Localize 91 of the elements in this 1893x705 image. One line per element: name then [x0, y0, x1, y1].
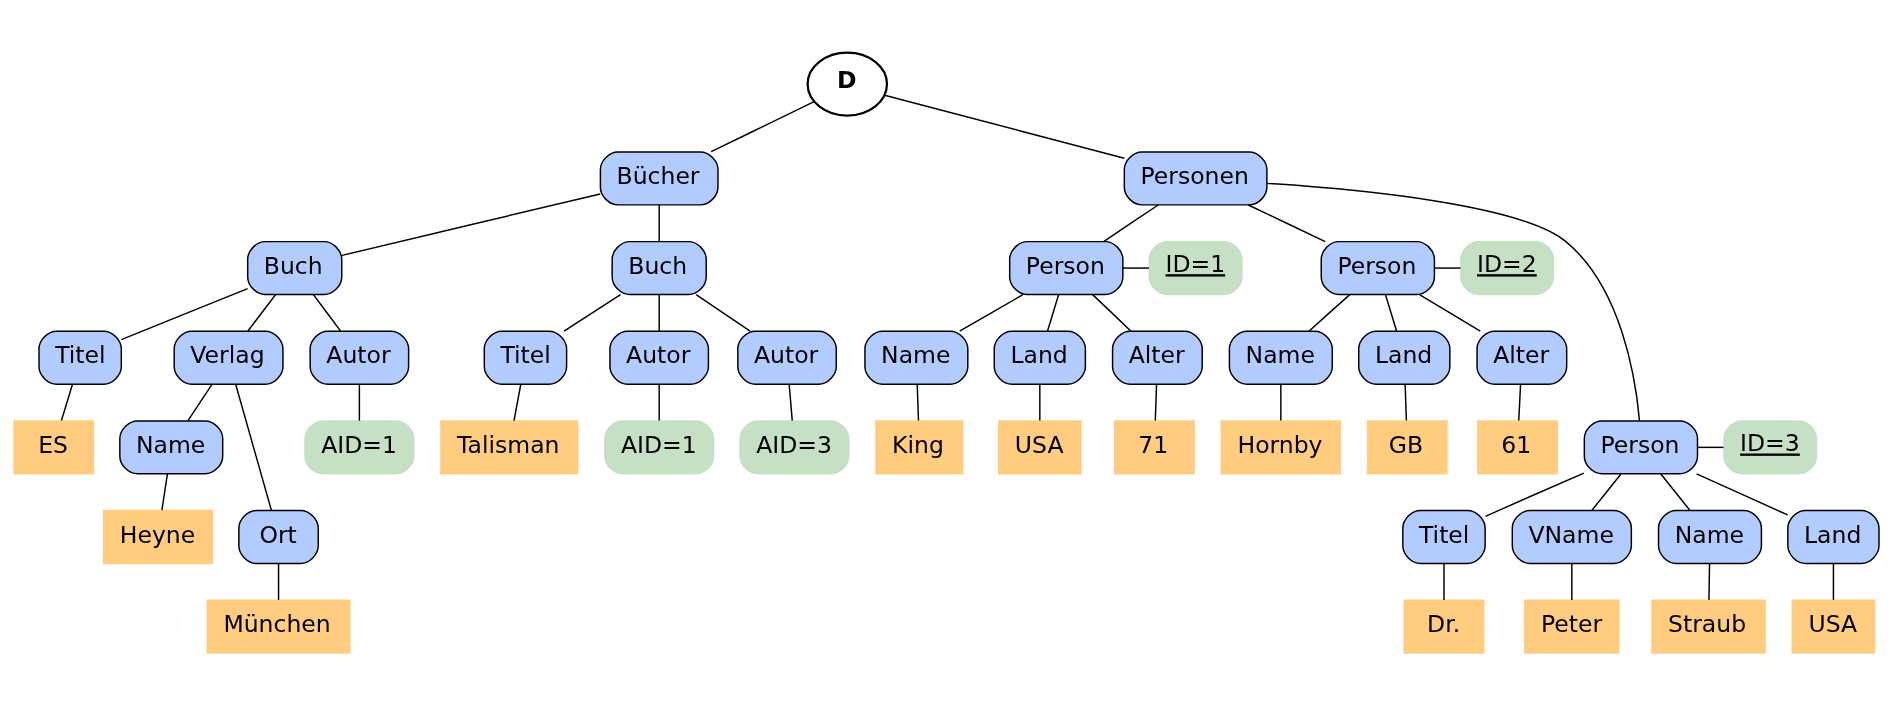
- connector: [1102, 203, 1159, 242]
- node-box: Person: [1320, 240, 1436, 295]
- connector: [958, 293, 1024, 332]
- node-box: Titel: [1402, 509, 1486, 564]
- node-box: Person: [1008, 240, 1124, 295]
- connector: [358, 383, 361, 421]
- node-box: Heyne: [102, 509, 214, 564]
- connector: [788, 383, 793, 421]
- connector: [1660, 472, 1691, 511]
- node-box: ID=3: [1723, 419, 1818, 475]
- node-box: Autor: [609, 330, 710, 385]
- node-box: Titel: [38, 330, 123, 385]
- connector: [883, 94, 1125, 159]
- node-box: Buch: [611, 240, 707, 295]
- connector: [1404, 383, 1408, 421]
- node-box: ID=2: [1460, 240, 1555, 295]
- connector: [1280, 383, 1282, 421]
- node-box: AID=1: [304, 419, 415, 475]
- node-box: Personen: [1123, 150, 1268, 206]
- connector: [341, 192, 601, 256]
- connector: [658, 293, 660, 332]
- connector: [1695, 472, 1789, 516]
- connector: [1591, 472, 1622, 511]
- connector: [1418, 293, 1482, 332]
- node-box: Titel: [483, 330, 568, 385]
- node-ellipse: D: [806, 50, 889, 117]
- node-box: GB: [1366, 419, 1448, 475]
- connector: [1308, 293, 1351, 332]
- node-box: ID=1: [1148, 240, 1243, 295]
- connector: [1122, 266, 1150, 269]
- connector: [658, 203, 660, 242]
- node-box: Buch: [246, 240, 343, 295]
- connector: [513, 383, 522, 421]
- node-box: München: [206, 598, 351, 654]
- connector: [916, 383, 920, 421]
- node-box: USA: [1791, 598, 1876, 654]
- connector: [60, 383, 74, 421]
- connector: [247, 293, 277, 332]
- connector: [161, 472, 169, 511]
- node-box: USA: [997, 419, 1082, 475]
- node-box: 71: [1114, 419, 1195, 475]
- node-box: Person: [1583, 419, 1699, 475]
- connector: [277, 562, 280, 601]
- node-box: Ort: [238, 509, 319, 564]
- node-box: Name: [1657, 509, 1763, 564]
- node-box: Land: [1358, 330, 1451, 385]
- node-box: Name: [119, 419, 224, 475]
- connector: [1443, 562, 1445, 601]
- connector: [1154, 383, 1158, 421]
- connector: [312, 293, 342, 332]
- connector: [695, 293, 751, 332]
- connector: [563, 293, 622, 332]
- connector: [1039, 383, 1041, 421]
- connector: [187, 383, 213, 421]
- node-box: Bücher: [599, 150, 719, 206]
- node-box: Verlag: [173, 330, 284, 385]
- connector: [1697, 446, 1725, 448]
- node-box: AID=1: [604, 419, 715, 475]
- node-box: Land: [993, 330, 1087, 385]
- connector: [1518, 383, 1522, 421]
- node-box: Autor: [309, 330, 410, 385]
- node-box: Name: [1228, 330, 1333, 385]
- connector: [120, 287, 249, 340]
- connector: [1046, 293, 1060, 332]
- node-box: Alter: [1111, 330, 1203, 385]
- connector: [1384, 293, 1398, 332]
- node-box: Land: [1787, 509, 1880, 564]
- node-box: Dr.: [1403, 598, 1485, 654]
- node-box: Straub: [1651, 598, 1766, 654]
- node-box: ES: [13, 419, 95, 475]
- node-box: 61: [1477, 419, 1558, 475]
- connector: [1091, 293, 1132, 332]
- connector: [1247, 203, 1326, 242]
- node-box: Hornby: [1220, 419, 1342, 475]
- connector: [710, 100, 815, 152]
- node-box: Name: [864, 330, 969, 385]
- connector: [235, 383, 273, 511]
- connector: [1832, 562, 1835, 601]
- connector: [658, 383, 660, 421]
- connector: [1266, 182, 1641, 421]
- connector: [1708, 562, 1711, 601]
- connector: [1433, 266, 1462, 269]
- connector: [1571, 562, 1573, 601]
- node-box: Autor: [737, 330, 837, 385]
- connector: [1484, 471, 1585, 517]
- node-box: King: [875, 419, 964, 475]
- node-box: VName: [1511, 509, 1633, 564]
- node-box: Talisman: [440, 419, 579, 475]
- node-box: Peter: [1524, 598, 1620, 654]
- node-box: Alter: [1476, 330, 1568, 385]
- node-box: AID=3: [739, 419, 850, 475]
